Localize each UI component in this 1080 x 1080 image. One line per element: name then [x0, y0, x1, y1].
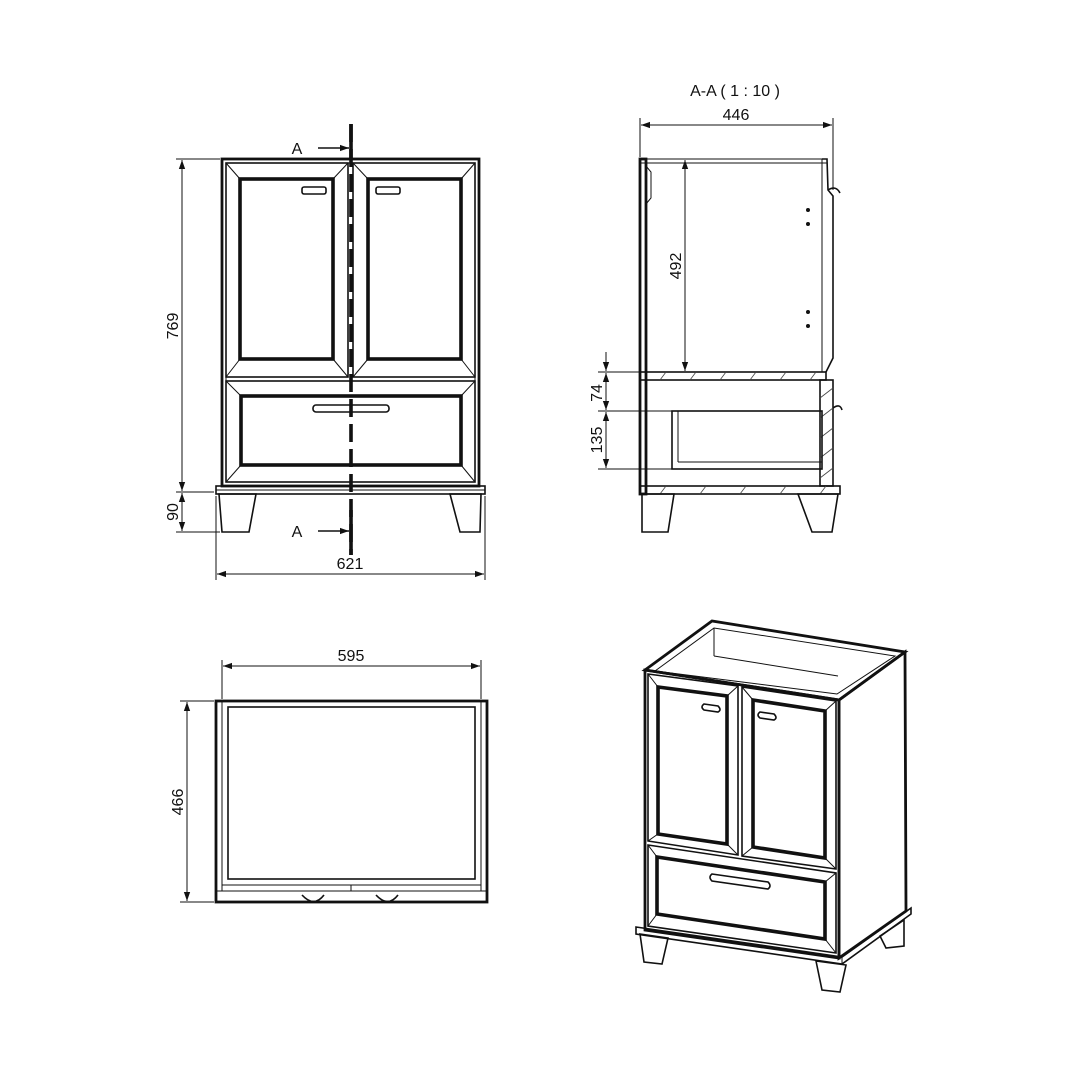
iso-drawer-handle: [709, 873, 771, 890]
dim-top-width: 595: [221, 648, 482, 699]
dim-top-depth-label: 466: [170, 789, 187, 816]
dim-front-width: 621: [215, 496, 486, 580]
iso-leg-front-left: [639, 933, 669, 965]
section-drawer-box: [671, 410, 823, 470]
iso-right-door: [741, 686, 837, 870]
right-door-handle: [375, 186, 401, 195]
top-handle-left: [301, 894, 325, 903]
dim-section-depth-label: 446: [723, 107, 750, 124]
section-title: A-A ( 1 : 10 ): [690, 83, 780, 100]
top-view: 595 466: [170, 648, 489, 904]
dim-upper-height-label: 492: [668, 253, 685, 280]
front-right-leg: [448, 493, 482, 533]
iso-leg-front-right: [814, 960, 847, 993]
iso-side-panel: [837, 649, 908, 961]
iso-right-handle: [757, 711, 777, 721]
left-door: [225, 162, 349, 378]
dim-leg-height-label: 90: [165, 503, 182, 521]
dim-shelf-gap-label: 74: [589, 384, 606, 402]
dim-drawer-height-label: 135: [589, 427, 606, 454]
isometric-view: [635, 619, 912, 993]
section-mark-bottom: A: [292, 524, 303, 541]
section-mark-top: A: [292, 141, 303, 158]
top-handle-right: [375, 894, 399, 903]
front-view: A A 769 90 621: [165, 124, 486, 580]
section-back-panel: [638, 157, 648, 496]
iso-front-face: [643, 668, 841, 960]
dim-section-depth: 446: [639, 107, 834, 190]
dim-front-height-label: 769: [165, 313, 182, 340]
iso-leg-back-right: [878, 918, 905, 949]
top-outline: [214, 699, 489, 904]
dim-top-width-label: 595: [338, 648, 365, 665]
iso-left-door: [647, 673, 739, 856]
section-bottom-panel: [639, 485, 841, 495]
dim-shelf-drawer: 74 135: [589, 352, 672, 470]
front-left-leg: [218, 493, 257, 533]
left-door-handle: [301, 186, 327, 195]
dim-leg-height: 90: [165, 493, 220, 533]
iso-left-handle: [701, 703, 721, 713]
section-view: A-A ( 1 : 10 ): [589, 83, 843, 533]
section-left-leg: [641, 493, 675, 533]
iso-top-rim: [641, 619, 909, 702]
right-door: [352, 162, 476, 378]
dim-upper-height: 492: [668, 160, 689, 371]
dim-front-width-label: 621: [337, 556, 364, 573]
section-right-leg: [796, 493, 839, 533]
dim-top-depth: 466: [170, 700, 214, 903]
dim-front-height: 769: [165, 158, 220, 493]
section-door-profile: [822, 158, 834, 373]
section-shelf: [639, 371, 827, 381]
iso-drawer: [647, 844, 837, 954]
